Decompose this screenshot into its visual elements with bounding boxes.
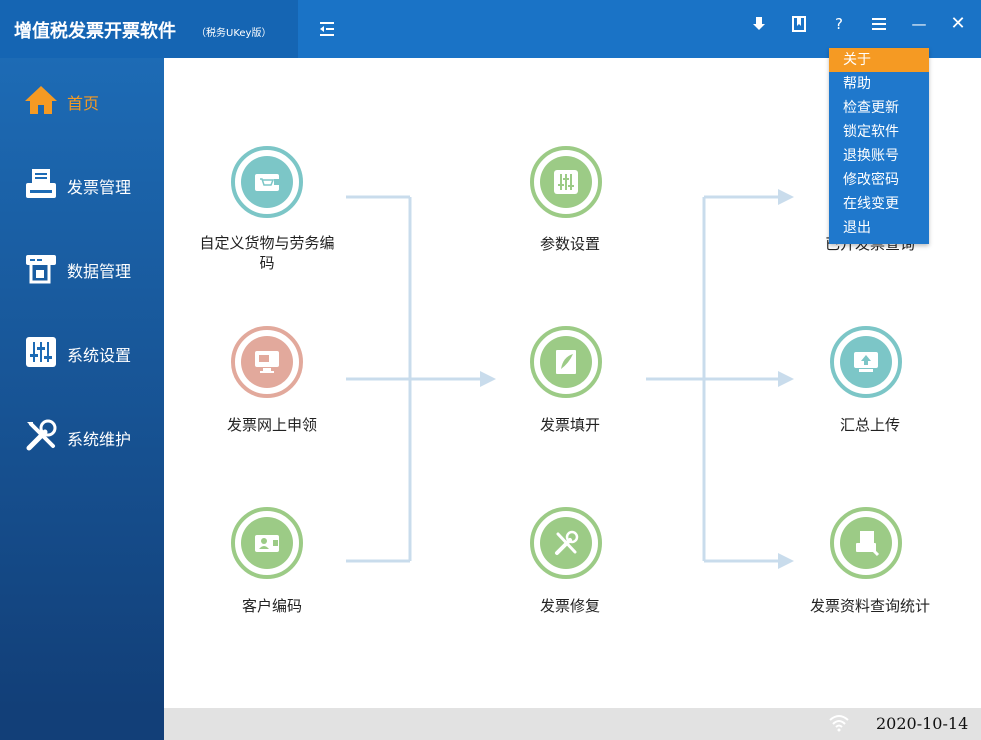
settings-sliders-icon: [26, 337, 56, 367]
sidebar: 首页 发票管理 数据管理 系统设置: [0, 58, 164, 708]
menu-item-check-update[interactable]: 检查更新: [843, 100, 899, 116]
menu-item-about[interactable]: 关于: [829, 48, 929, 72]
status-date: 2020-10-14: [876, 714, 969, 733]
menu-item-switch-account[interactable]: 退换账号: [843, 148, 899, 164]
help-icon: ?: [835, 15, 843, 33]
download-icon: [753, 17, 765, 30]
menu-icon: [872, 18, 886, 30]
menu-item-exit[interactable]: 退出: [843, 220, 871, 236]
flow-label: 发票修复: [539, 597, 600, 615]
maintenance-tools-icon: [26, 419, 57, 451]
sidebar-item-label: 系统设置: [67, 346, 132, 365]
sidebar-item-label: 系统维护: [67, 430, 132, 449]
help-button[interactable]: ?: [828, 13, 850, 35]
flow-label: 自定义货物与劳务编码: [199, 234, 335, 272]
summary-upload-button[interactable]: [830, 326, 902, 398]
app-subtitle: （税务UKey版）: [196, 28, 272, 39]
parameter-settings-button[interactable]: [530, 146, 602, 218]
repair-tools-icon: [555, 530, 579, 555]
sidebar-item-system-settings[interactable]: 系统设置: [0, 322, 164, 382]
main-dropdown-menu: 关于 帮助 检查更新 锁定软件 退换账号 修改密码 在线变更 退出: [829, 48, 929, 244]
invoice-online-apply-button[interactable]: [231, 326, 303, 398]
sliders-icon: [554, 170, 578, 194]
invoice-issue-button[interactable]: [530, 326, 602, 398]
flow-label: 汇总上传: [839, 416, 900, 434]
minimize-button[interactable]: —: [908, 13, 930, 35]
status-bar-sidebar-segment: [0, 708, 164, 740]
title-bar: 增值税发票开票软件 （税务UKey版） ? — ✕: [0, 0, 981, 58]
collapse-sidebar-button[interactable]: [318, 19, 338, 39]
brand-area: 增值税发票开票软件 （税务UKey版）: [0, 0, 298, 58]
wallet-cart-icon: [255, 174, 279, 191]
menu-item-change-password[interactable]: 修改密码: [843, 172, 899, 188]
document-stack-icon: [856, 531, 880, 557]
data-icon: [26, 255, 56, 284]
sidebar-item-label: 数据管理: [67, 262, 132, 281]
sidebar-item-data-management[interactable]: 数据管理: [0, 238, 164, 298]
main-menu-button[interactable]: [868, 13, 890, 35]
invoice-repair-button[interactable]: [530, 507, 602, 579]
customer-coding-button[interactable]: [231, 507, 303, 579]
custom-goods-coding-button[interactable]: [231, 146, 303, 218]
flow-label: 客户编码: [241, 597, 302, 615]
collapse-menu-icon: [320, 22, 334, 36]
flow-connector-lines: [346, 189, 794, 569]
sidebar-item-home[interactable]: 首页: [0, 70, 164, 130]
menu-item-online-change[interactable]: 在线变更: [843, 196, 899, 212]
monitor-upload-icon: [854, 352, 878, 372]
customer-card-icon: [255, 535, 279, 552]
invoice-statistics-button[interactable]: [830, 507, 902, 579]
close-icon: ✕: [950, 13, 966, 34]
network-wifi-icon: [829, 715, 849, 732]
home-icon: [25, 86, 57, 114]
minimize-icon: —: [911, 15, 927, 33]
quill-document-icon: [556, 350, 576, 374]
close-button[interactable]: ✕: [947, 13, 969, 35]
sidebar-item-label: 首页: [67, 94, 100, 113]
flow-label: 发票网上申领: [226, 416, 317, 434]
flow-label: 发票资料查询统计: [809, 597, 930, 615]
flow-label: 参数设置: [539, 235, 600, 253]
bookmark-icon: [792, 16, 806, 32]
status-bar: 2020-10-14: [0, 708, 981, 740]
bookmark-button[interactable]: [788, 13, 810, 35]
sidebar-item-invoice-management[interactable]: 发票管理: [0, 154, 164, 214]
download-button[interactable]: [748, 13, 770, 35]
app-title: 增值税发票开票软件: [14, 21, 176, 42]
monitor-invoice-icon: [255, 351, 279, 373]
sidebar-item-label: 发票管理: [67, 178, 132, 197]
menu-item-help[interactable]: 帮助: [843, 76, 871, 92]
menu-item-lock-software[interactable]: 锁定软件: [843, 124, 899, 140]
sidebar-item-system-maintenance[interactable]: 系统维护: [0, 406, 164, 466]
invoice-printer-icon: [26, 169, 56, 198]
flow-label: 发票填开: [539, 416, 600, 434]
